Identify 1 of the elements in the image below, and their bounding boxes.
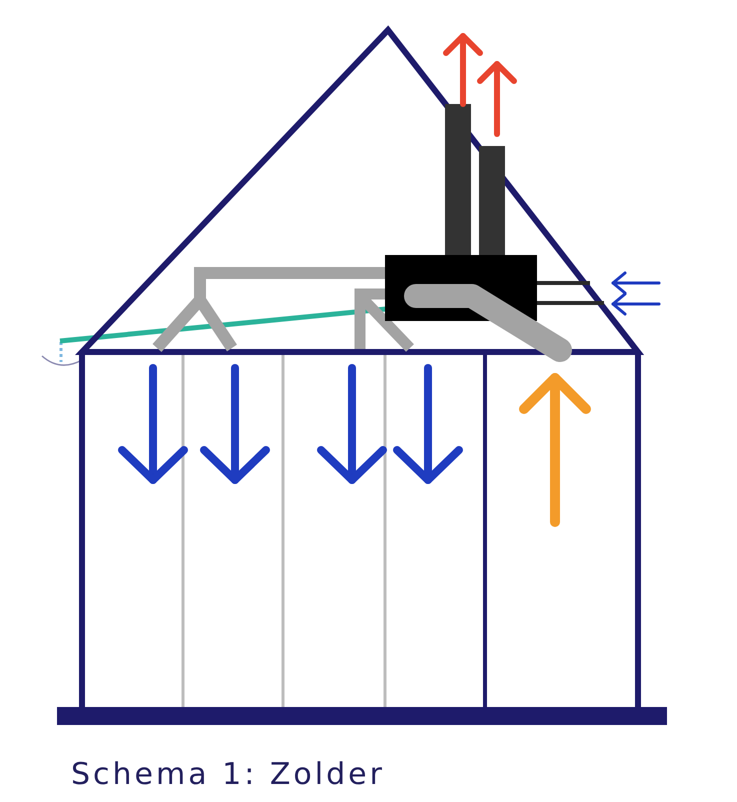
figure-caption: Schema 1: Zolder	[71, 758, 385, 791]
